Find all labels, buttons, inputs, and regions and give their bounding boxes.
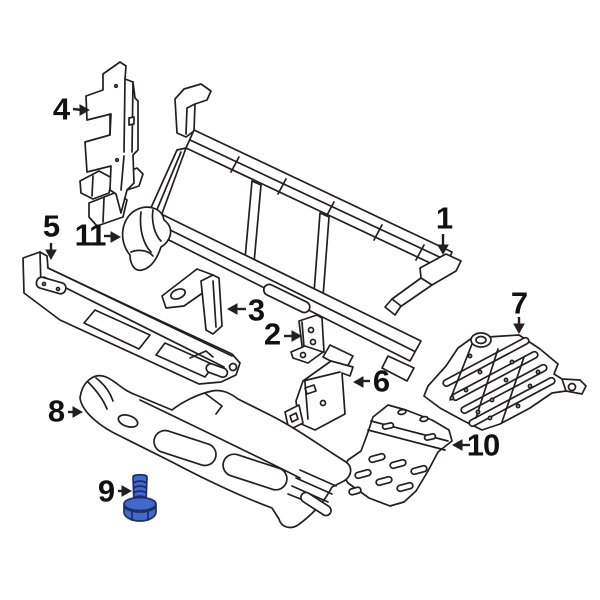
part-5-valance-panel[interactable] [23, 252, 240, 384]
callout-label-2[interactable]: 2 [263, 316, 281, 352]
part-7-splash-shield[interactable] [424, 333, 586, 430]
callout-arrow-1 [437, 234, 449, 256]
callout-label-8[interactable]: 8 [47, 393, 65, 429]
callout-label-5[interactable]: 5 [42, 208, 60, 244]
part-1-radiator-support[interactable] [80, 84, 461, 381]
part-9-bolt[interactable] [124, 475, 156, 521]
callout-label-4[interactable]: 4 [52, 91, 70, 127]
callout-arrow-10 [451, 439, 470, 451]
callout-arrow-3 [226, 303, 246, 315]
callout-label-7[interactable]: 7 [510, 285, 528, 321]
part-6-bracket[interactable] [285, 361, 353, 430]
callout-arrows [45, 104, 525, 497]
callout-label-6[interactable]: 6 [372, 363, 390, 399]
part-3-bracket[interactable] [162, 269, 222, 334]
callout-arrow-2 [284, 330, 303, 342]
callout-arrow-4 [72, 104, 91, 116]
part-11-air-guide[interactable] [123, 207, 171, 270]
callout-label-10[interactable]: 10 [466, 427, 500, 463]
callout-arrow-5 [45, 243, 57, 261]
callout-label-9[interactable]: 9 [97, 473, 115, 509]
callout-arrow-8 [68, 406, 84, 418]
callout-arrow-11 [104, 231, 122, 243]
part-10-heat-shield[interactable] [341, 405, 452, 506]
callout-arrow-6 [352, 376, 370, 388]
part-4-air-deflector[interactable] [85, 62, 138, 213]
callout-label-3[interactable]: 3 [247, 292, 265, 328]
part-2-bracket[interactable] [291, 315, 324, 363]
part-8-under-cover[interactable] [80, 376, 351, 528]
callout-arrow-9 [118, 485, 133, 497]
callout-label-11[interactable]: 11 [74, 217, 107, 253]
callout-arrow-7 [513, 317, 525, 335]
callout-label-1[interactable]: 1 [435, 200, 453, 236]
